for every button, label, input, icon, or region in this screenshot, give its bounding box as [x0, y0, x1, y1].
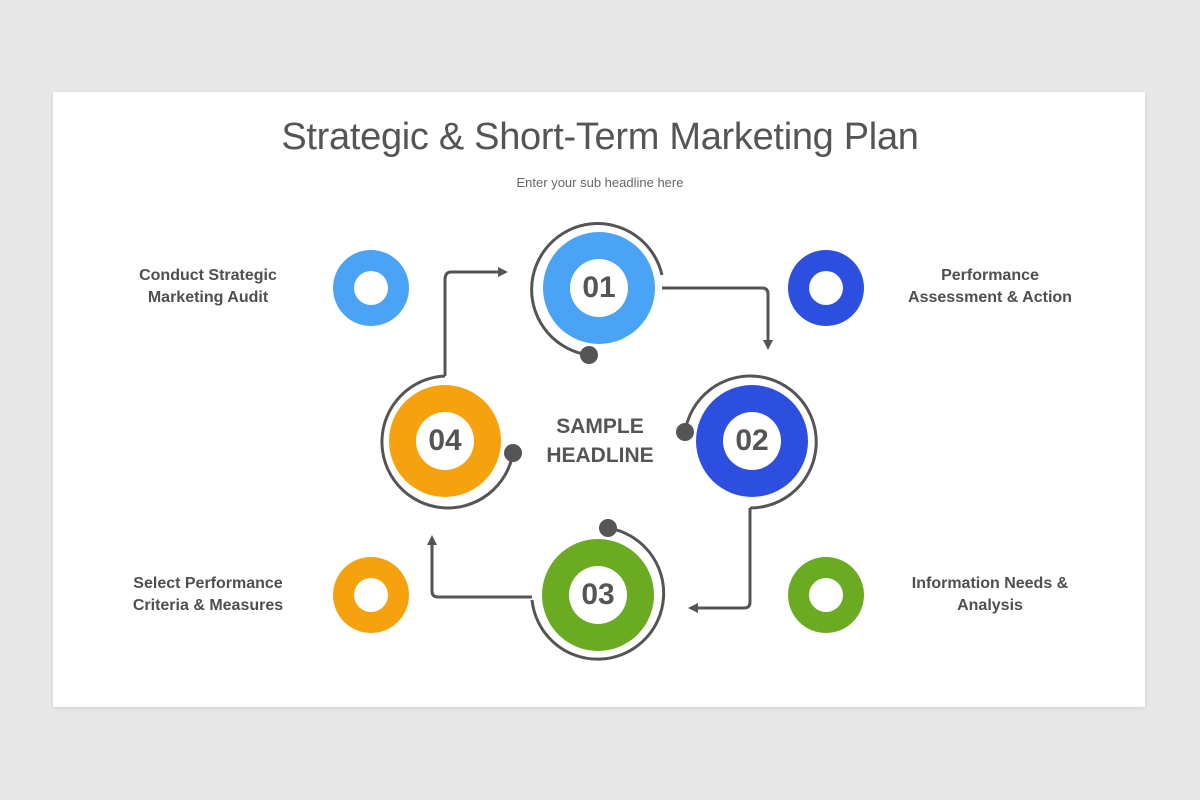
label-bottom-right: Information Needs & Analysis: [880, 573, 1100, 617]
connector-arrow-02-03: [688, 508, 752, 613]
slide-subtitle: Enter your sub headline here: [516, 175, 684, 190]
step-number-04: 04: [428, 424, 462, 457]
step-number-01: 01: [582, 271, 616, 304]
orbit-arc-01: [530, 222, 664, 357]
step-number-02: 02: [735, 424, 769, 457]
label-bottom-left-line1: Select Performance: [133, 575, 283, 592]
orbit-arc-02: [683, 374, 818, 510]
ring-icon-bottom-right: [788, 557, 864, 633]
orbit-dot-04: [504, 444, 522, 462]
step-circle-02: [696, 385, 808, 497]
center-headline: SAMPLE HEADLINE: [520, 412, 680, 470]
label-top-right: Performance Assessment & Action: [880, 265, 1100, 309]
center-headline-line1: SAMPLE: [556, 415, 644, 438]
label-top-left-line2: Marketing Audit: [147, 289, 269, 306]
label-bottom-left: Select Performance Criteria & Measures: [98, 573, 318, 617]
label-top-left-line1: Conduct Strategic: [139, 267, 277, 284]
step-circle-03: [542, 539, 654, 651]
orbit-dot-02: [676, 423, 694, 441]
slide-title: Strategic & Short-Term Marketing Plan: [281, 116, 919, 158]
label-top-left: Conduct Strategic Marketing Audit: [98, 265, 318, 309]
orbit-arc-03: [530, 526, 666, 661]
center-headline-line2: HEADLINE: [546, 444, 654, 467]
label-bottom-right-line1: Information Needs &: [911, 575, 1069, 592]
step-number-03: 03: [581, 578, 615, 611]
label-top-right-line2: Assessment & Action: [908, 289, 1072, 306]
label-bottom-right-line2: Analysis: [957, 597, 1023, 614]
label-top-right-line1: Performance: [941, 267, 1039, 284]
orbit-dot-01: [580, 346, 598, 364]
connector-arrow-01-02: [662, 286, 773, 350]
orbit-dot-03: [599, 519, 617, 537]
ring-icon-bottom-left: [333, 557, 409, 633]
step-circle-01: [543, 232, 655, 344]
connector-arrow-03-04: [427, 535, 532, 599]
step-circle-04: [389, 385, 501, 497]
ring-icon-top-right: [788, 250, 864, 326]
ring-icon-top-left: [333, 250, 409, 326]
orbit-arc-04: [380, 374, 515, 510]
connector-arrow-04-01: [443, 267, 508, 376]
label-bottom-left-line2: Criteria & Measures: [132, 597, 284, 614]
